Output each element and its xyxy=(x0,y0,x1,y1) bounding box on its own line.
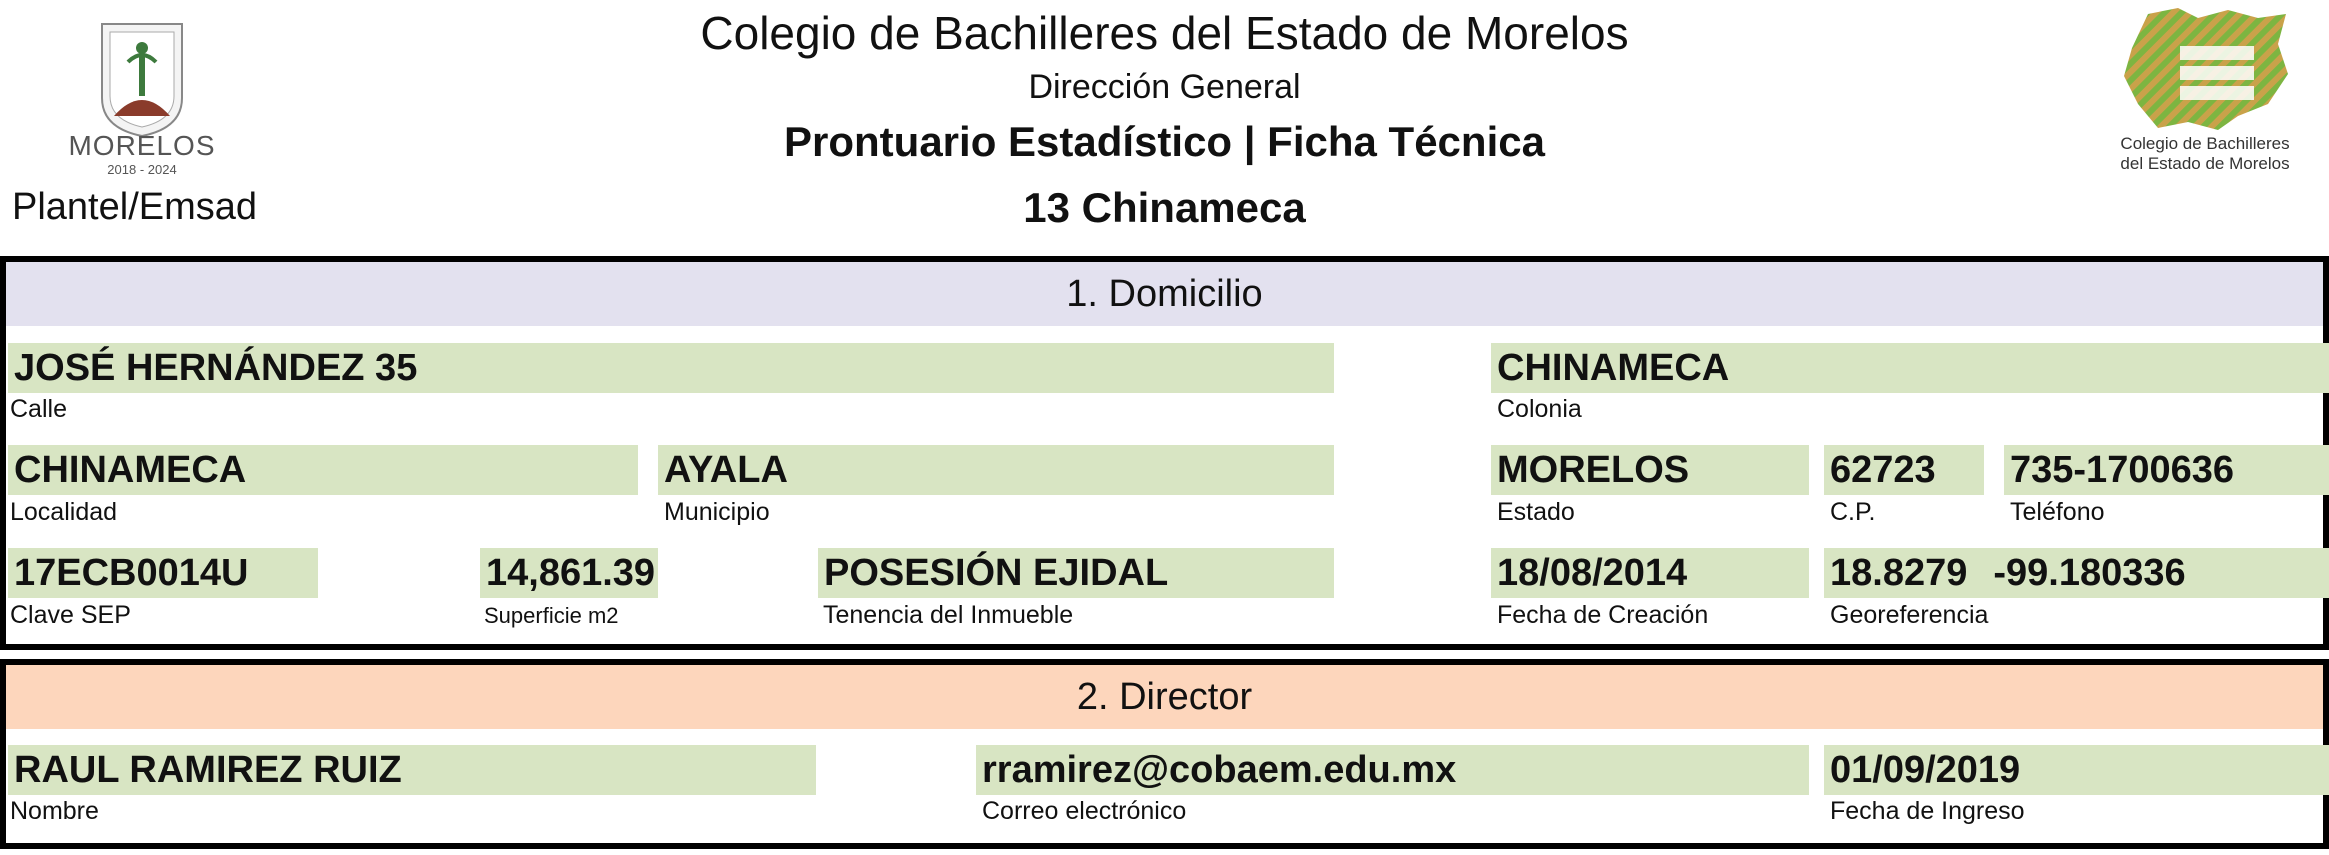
superficie-value: 14,861.39 xyxy=(480,548,658,598)
localidad-label: Localidad xyxy=(10,498,118,526)
colonia-label: Colonia xyxy=(1497,395,1582,423)
georeferencia-label: Georeferencia xyxy=(1830,601,1989,629)
director-correo-value: rramirez@cobaem.edu.mx xyxy=(976,745,1809,795)
fecha-creacion-value: 18/08/2014 xyxy=(1491,548,1809,598)
colonia-value: CHINAMECA xyxy=(1491,343,2329,393)
clave-sep-label: Clave SEP xyxy=(10,601,131,629)
report-title: Prontuario Estadístico | Ficha Técnica xyxy=(784,118,1545,165)
department-subtitle: Dirección General xyxy=(1028,68,1301,106)
cp-label: C.P. xyxy=(1830,498,1876,526)
superficie-label: Superficie m2 xyxy=(484,603,619,628)
localidad-value: CHINAMECA xyxy=(8,445,638,495)
director-nombre-label: Nombre xyxy=(10,797,99,825)
municipio-value: AYALA xyxy=(658,445,1334,495)
director-correo-label: Correo electrónico xyxy=(982,797,1187,825)
telefono-value: 735-1700636 xyxy=(2004,445,2329,495)
morelos-logo-text: MORELOS xyxy=(68,130,216,161)
domicilio-heading: 1. Domicilio xyxy=(6,262,2323,326)
calle-value: JOSÉ HERNÁNDEZ 35 xyxy=(8,343,1334,393)
fecha-creacion-label: Fecha de Creación xyxy=(1497,601,1709,629)
municipio-label: Municipio xyxy=(664,498,770,526)
plantel-label: Plantel/Emsad xyxy=(12,186,258,228)
cobaem-logo-text: Colegio de Bachilleres del Estado de Mor… xyxy=(2080,134,2329,174)
director-fecha-ingreso-label: Fecha de Ingreso xyxy=(1830,797,2025,825)
clave-sep-value: 17ECB0014U xyxy=(8,548,318,598)
longitud-value: -99.180336 xyxy=(1993,552,2186,594)
director-fecha-ingreso-value: 01/09/2019 xyxy=(1824,745,2329,795)
institution-title: Colegio de Bachilleres del Estado de Mor… xyxy=(700,7,1629,59)
morelos-seal-icon xyxy=(101,23,183,138)
calle-label: Calle xyxy=(10,395,67,423)
latitud-value: 18.8279 xyxy=(1830,552,1968,594)
estado-value: MORELOS xyxy=(1491,445,1809,495)
cobaem-logo-line2: del Estado de Morelos xyxy=(2120,154,2290,173)
domicilio-section: 1. Domicilio JOSÉ HERNÁNDEZ 35 Calle CHI… xyxy=(0,256,2329,650)
cp-value: 62723 xyxy=(1824,445,1984,495)
tenencia-label: Tenencia del Inmueble xyxy=(823,601,1074,629)
director-nombre-value: RAUL RAMIREZ RUIZ xyxy=(8,745,816,795)
campus-title: 13 Chinameca xyxy=(1023,184,1306,231)
cobaem-logo-line1: Colegio de Bachilleres xyxy=(2120,134,2290,153)
morelos-logo-years: 2018 - 2024 xyxy=(107,162,177,177)
georeferencia-value: 18.8279 -99.180336 xyxy=(1824,548,2329,598)
telefono-label: Teléfono xyxy=(2010,498,2105,526)
director-section: 2. Director RAUL RAMIREZ RUIZ Nombre rra… xyxy=(0,659,2329,849)
estado-label: Estado xyxy=(1497,498,1575,526)
tenencia-value: POSESIÓN EJIDAL xyxy=(818,548,1334,598)
director-heading: 2. Director xyxy=(6,665,2323,729)
cobaem-logo-icon xyxy=(2124,8,2288,130)
